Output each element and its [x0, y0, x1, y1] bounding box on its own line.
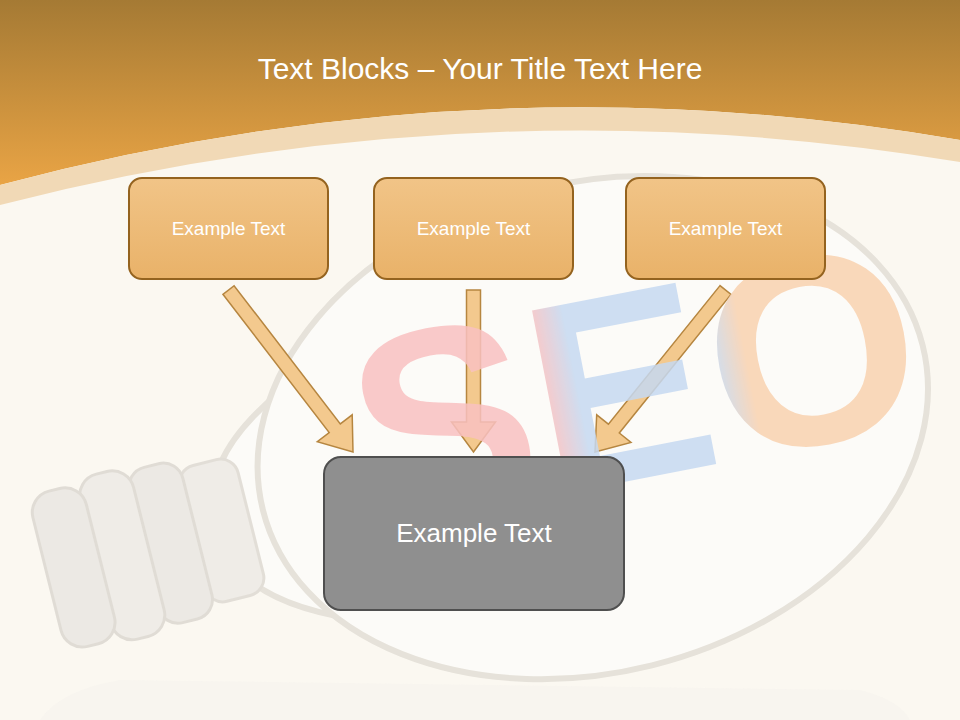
text-block-box: Example Text	[128, 177, 329, 280]
block-arrow	[452, 290, 496, 452]
header-band	[0, 0, 960, 205]
text-block-box: Example Text	[625, 177, 826, 280]
box-text: Example Text	[669, 218, 783, 240]
result-box: Example Text	[323, 456, 625, 611]
block-arrow	[223, 286, 353, 452]
lightbulb-illustration	[0, 108, 960, 720]
block-arrow	[595, 286, 731, 452]
text-block-box: Example Text	[373, 177, 574, 280]
slide-title: Text Blocks – Your Title Text Here	[0, 52, 960, 86]
box-text: Example Text	[417, 218, 531, 240]
box-text: Example Text	[172, 218, 286, 240]
box-text: Example Text	[396, 518, 552, 549]
